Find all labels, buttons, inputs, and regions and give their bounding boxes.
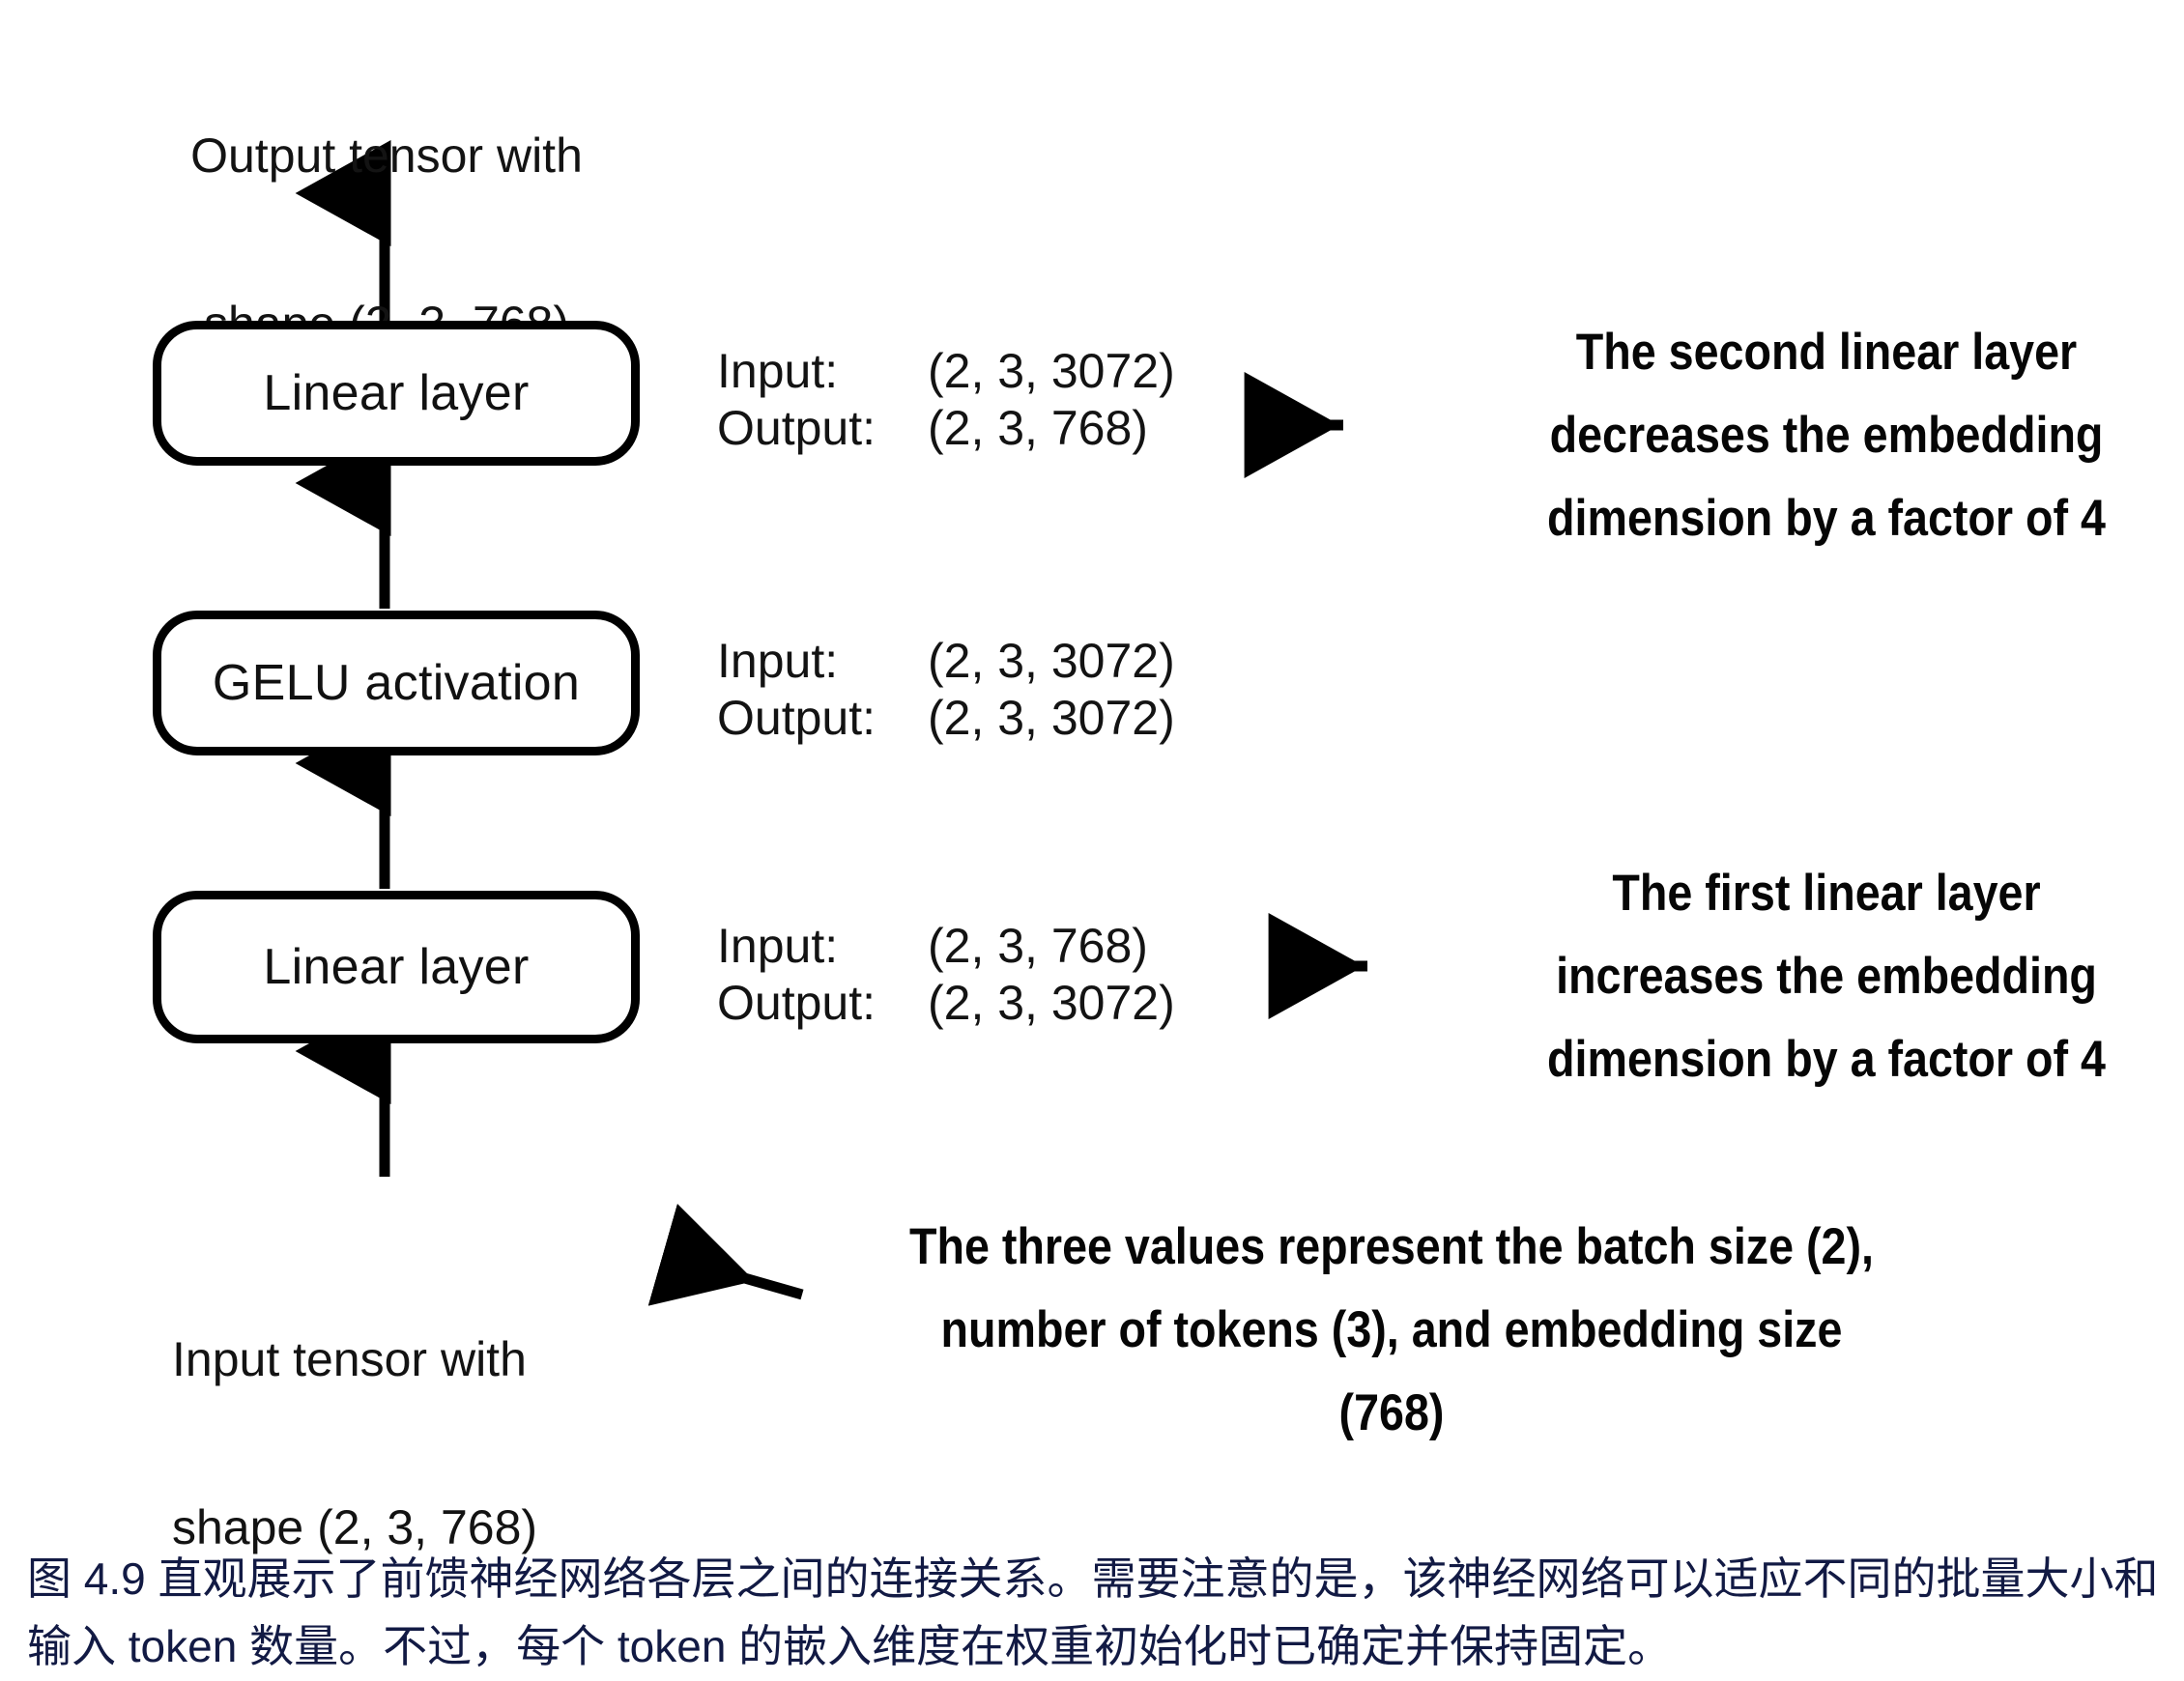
io-output-value: (2, 3, 3072) <box>928 976 1175 1030</box>
io-input-value: (2, 3, 768) <box>928 919 1148 973</box>
annotation-three-values-line1: The three values represent the batch siz… <box>909 1218 1874 1275</box>
io-output-key: Output: <box>717 401 876 455</box>
input-tensor-caption: Input tensor with shape (2, 3, 768) <box>172 1219 752 1667</box>
io-output-row: Output: (2, 3, 3072) <box>717 975 1175 1032</box>
annotation-three-values-line3: (768) <box>1338 1383 1445 1441</box>
io-output-row: Output: (2, 3, 768) <box>717 400 1175 457</box>
io-input-key: Input: <box>717 919 839 973</box>
io-input-key: Input: <box>717 634 839 688</box>
io-spec-linear-layer-1: Input: (2, 3, 768) Output: (2, 3, 3072) <box>717 918 1175 1032</box>
io-input-row: Input: (2, 3, 768) <box>717 918 1175 975</box>
annotation-three-values-line2: number of tokens (3), and embedding size <box>940 1300 1843 1358</box>
arrow-layer <box>295 140 1367 1306</box>
block-linear-layer-2-label: Linear layer <box>263 365 530 421</box>
annotation-first-linear-line3: dimension by a factor of 4 <box>1547 1030 2106 1088</box>
io-output-value: (2, 3, 3072) <box>928 691 1175 745</box>
arrow-annotation-three-values <box>647 1203 804 1306</box>
io-input-key: Input: <box>717 344 839 398</box>
io-output-key: Output: <box>717 976 876 1030</box>
block-linear-layer-1-label: Linear layer <box>263 939 530 995</box>
io-spec-linear-layer-2: Input: (2, 3, 3072) Output: (2, 3, 768) <box>717 343 1175 457</box>
io-output-value: (2, 3, 768) <box>928 401 1148 455</box>
io-output-key: Output: <box>717 691 876 745</box>
annotation-first-linear-line1: The first linear layer <box>1612 865 2041 922</box>
annotation-first-linear: The first linear layer increases the emb… <box>1529 852 2124 1101</box>
io-input-row: Input: (2, 3, 3072) <box>717 343 1175 400</box>
block-linear-layer-1[interactable]: Linear layer <box>153 891 640 1043</box>
output-tensor-caption-line1: Output tensor with <box>190 128 583 183</box>
block-linear-layer-2[interactable]: Linear layer <box>153 321 640 466</box>
io-spec-gelu-activation: Input: (2, 3, 3072) Output: (2, 3, 3072) <box>717 633 1175 747</box>
annotation-second-linear-line2: decreases the embedding <box>1549 406 2104 464</box>
annotation-second-linear: The second linear layer decreases the em… <box>1529 311 2124 560</box>
input-tensor-caption-line2: shape (2, 3, 768) <box>172 1500 538 1554</box>
io-output-row: Output: (2, 3, 3072) <box>717 690 1175 747</box>
annotation-three-values: The three values represent the batch siz… <box>881 1206 1902 1455</box>
io-input-value: (2, 3, 3072) <box>928 634 1175 688</box>
annotation-first-linear-line2: increases the embedding <box>1556 947 2097 1005</box>
feedforward-diagram: Output tensor with shape (2, 3, 768) Lin… <box>153 128 2124 1554</box>
input-tensor-caption-line1: Input tensor with <box>172 1332 527 1386</box>
annotation-second-linear-line3: dimension by a factor of 4 <box>1547 489 2106 547</box>
block-gelu-activation-label: GELU activation <box>212 655 581 711</box>
block-gelu-activation[interactable]: GELU activation <box>153 611 640 755</box>
annotation-second-linear-line1: The second linear layer <box>1575 324 2078 381</box>
io-input-row: Input: (2, 3, 3072) <box>717 633 1175 690</box>
io-input-value: (2, 3, 3072) <box>928 344 1175 398</box>
figure-caption: 图 4.9 直观展示了前馈神经网络各层之间的连接关系。需要注意的是，该神经网络可… <box>27 1553 2159 1671</box>
